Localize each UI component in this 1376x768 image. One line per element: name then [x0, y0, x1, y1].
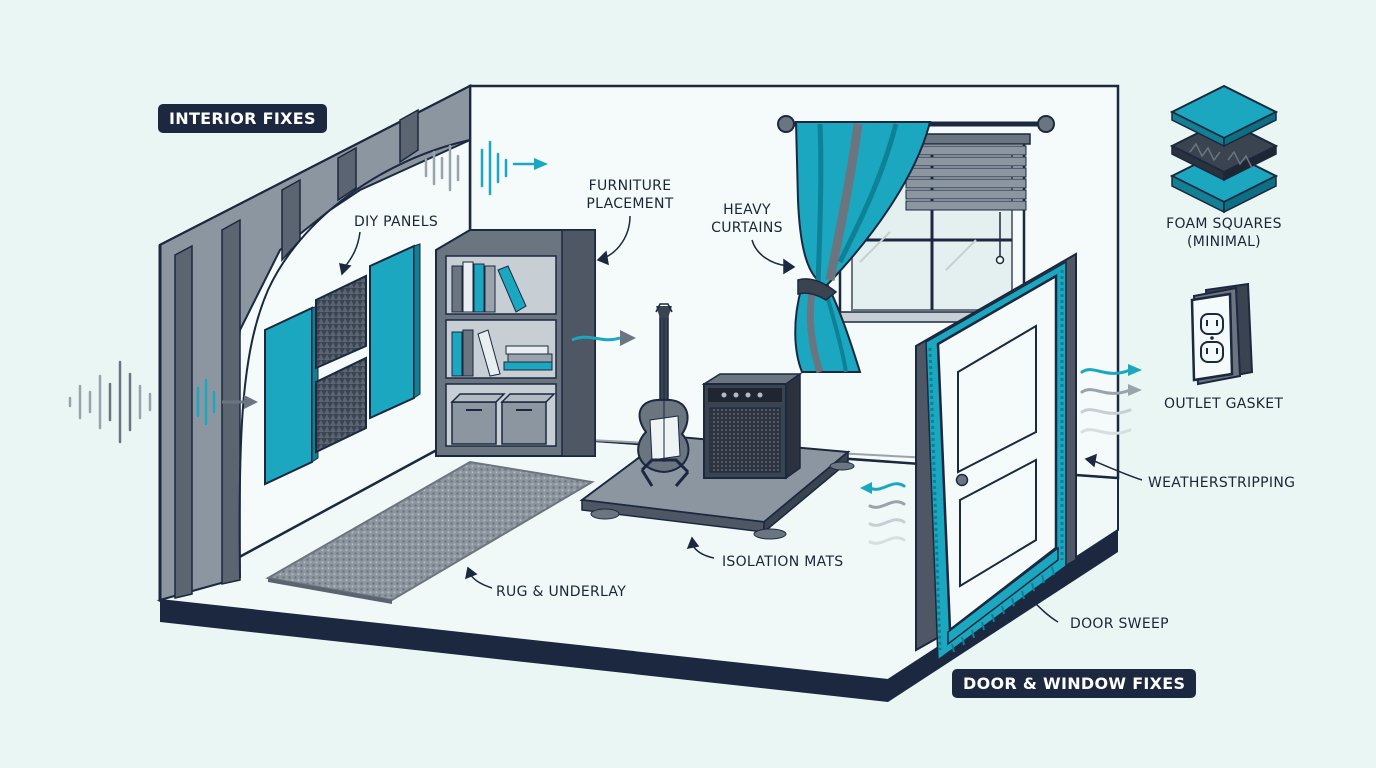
heavy-curtains-line-1: HEAVY — [723, 202, 771, 218]
window-blinds — [899, 133, 1031, 265]
storage-bins — [450, 393, 556, 445]
furniture-placement-line-1: FURNITURE — [588, 178, 672, 194]
weatherstripping-label: WEATHERSTRIPPING — [1148, 475, 1296, 491]
foam-squares-line-2: (MINIMAL) — [1187, 234, 1261, 250]
interior-fixes-tag: INTERIOR FIXES — [158, 104, 327, 133]
books-top-shelf — [451, 261, 527, 313]
furniture-placement-label: FURNITURE PLACEMENT — [574, 177, 686, 213]
electric-guitar — [637, 303, 690, 487]
arrow-right-icon — [222, 330, 636, 409]
room-floor — [156, 430, 1119, 702]
heavy-curtains — [777, 115, 1055, 374]
left-wall-cutaway — [158, 83, 472, 603]
door-sweep-label: DOOR SWEEP — [1070, 616, 1169, 632]
rug-underlay-label: RUG & UNDERLAY — [496, 584, 627, 600]
door-sweep — [947, 546, 1059, 653]
door-with-weatherstripping — [915, 252, 1077, 662]
door-window-fixes-tag: DOOR & WINDOW FIXES — [952, 669, 1197, 698]
books-middle-shelf — [451, 329, 553, 377]
sound-wave-icon — [424, 140, 548, 196]
outlet-gasket-label: OUTLET GASKET — [1164, 396, 1284, 412]
rug-with-underlay — [265, 460, 595, 604]
heavy-curtains-line-2: CURTAINS — [711, 220, 783, 236]
heavy-curtains-label: HEAVY CURTAINS — [700, 201, 794, 237]
foam-squares-label: FOAM SQUARES (MINIMAL) — [1156, 215, 1292, 251]
furniture-placement-line-2: PLACEMENT — [586, 196, 674, 212]
foam-squares-line-1: FOAM SQUARES — [1166, 216, 1282, 232]
diy-acoustic-panels — [264, 243, 421, 486]
bookshelf — [435, 229, 596, 457]
callout-pointers — [339, 215, 1143, 623]
guitar-amplifier — [701, 372, 803, 480]
outlet-icon — [1190, 282, 1254, 386]
foam-square-icon — [1169, 84, 1279, 214]
isolation-mats-label: ISOLATION MATS — [722, 554, 844, 570]
diy-panels-label: DIY PANELS — [354, 214, 439, 230]
sound-wave-icon — [68, 360, 216, 444]
air-flow-icon — [860, 364, 1142, 545]
